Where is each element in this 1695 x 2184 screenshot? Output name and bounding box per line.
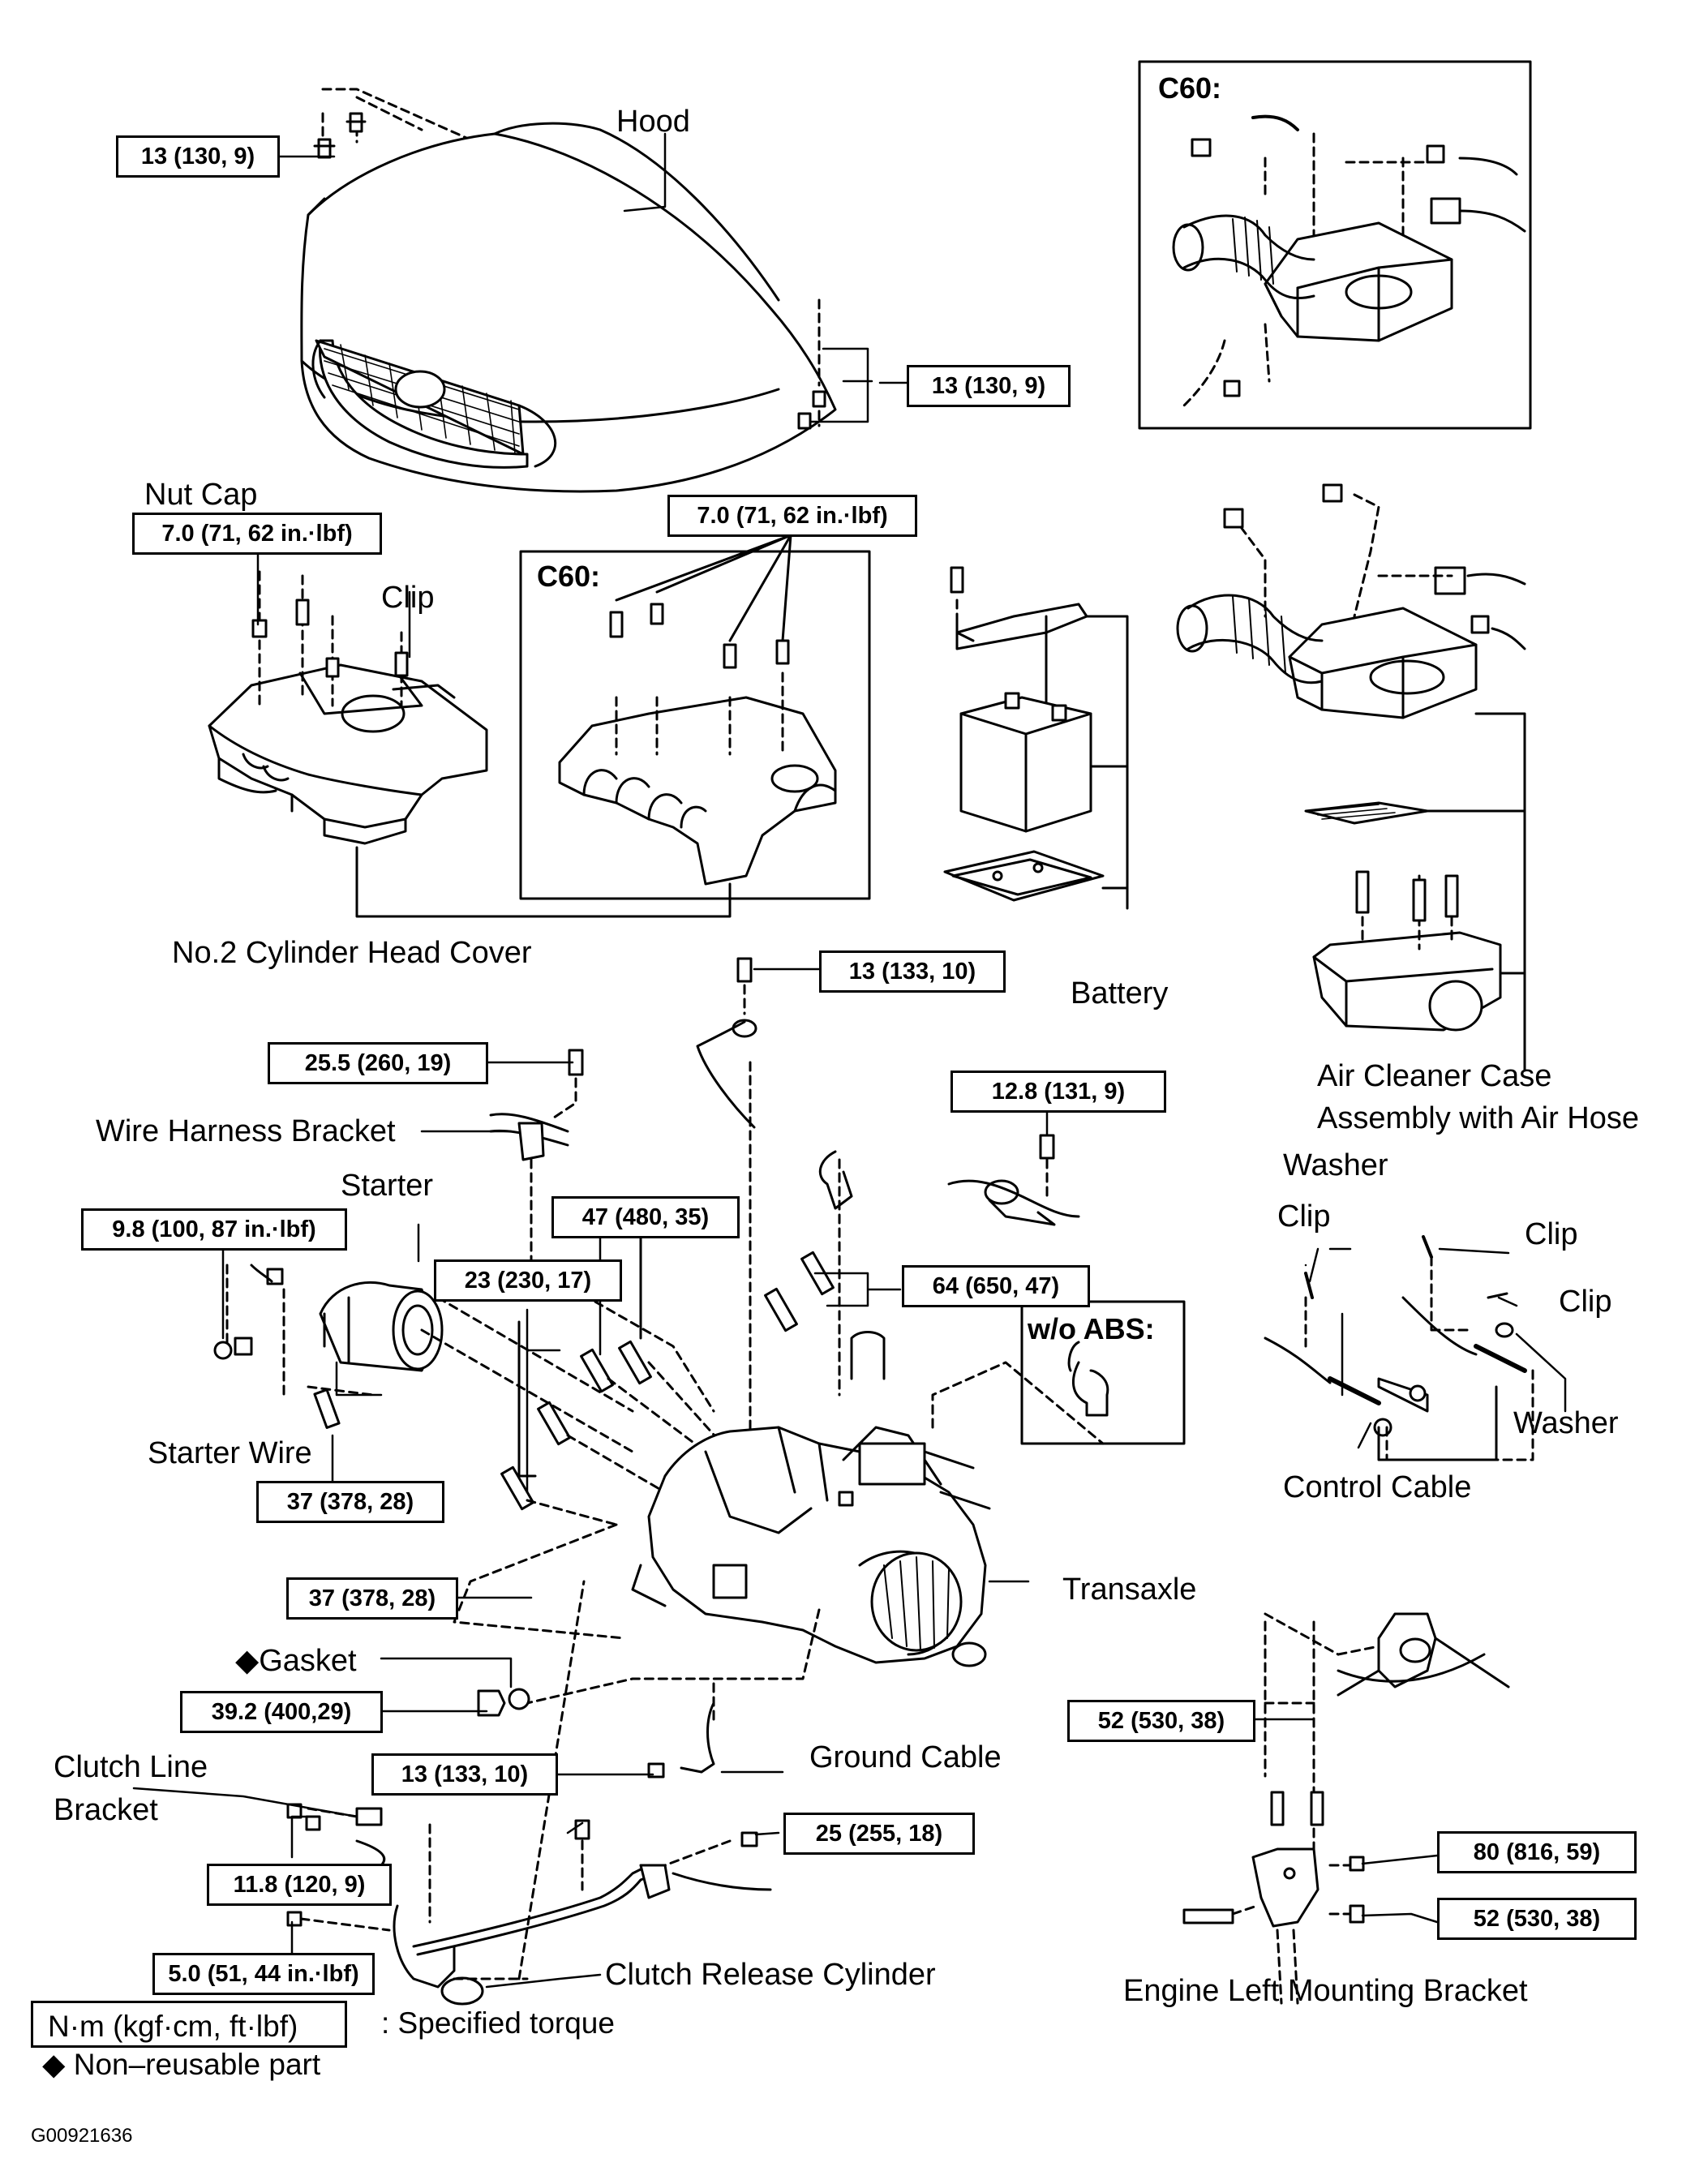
c60-mid-frame [519,550,871,900]
torque-bolt-23: 23 (230, 17) [434,1259,622,1302]
label-transaxle: Transaxle [1062,1573,1197,1607]
torque-starter-bolt: 37 (378, 28) [256,1481,444,1523]
wo-abs-heading: w/o ABS: [1028,1312,1155,1345]
torque-ground-lower: 13 (133, 10) [371,1753,558,1796]
cylinder-head-cover-c60-drawing [558,511,837,886]
c60-top-heading: C60: [1158,71,1222,105]
label-air-cleaner-1: Air Cleaner Case [1317,1059,1552,1093]
torque-starter-nut: 9.8 (100, 87 in.·lbf) [81,1208,347,1251]
torque-clutch-line: 25 (255, 18) [783,1813,975,1855]
label-wire-harness-bracket: Wire Harness Bracket [96,1114,396,1148]
label-engine-left-mounting-bracket: Engine Left Mounting Bracket [1123,1974,1528,2008]
upper-ground-cable-drawing [696,957,841,1445]
label-gasket: ◆Gasket [235,1644,357,1678]
control-cable-drawing [1264,1235,1534,1461]
torque-bolt-47: 47 (480, 35) [551,1196,740,1238]
legend-specified-torque: : Specified torque [381,2006,615,2040]
label-washer-top: Washer [1283,1148,1388,1182]
torque-bolt-64: 64 (650, 47) [902,1265,1090,1307]
torque-wire-harness: 25.5 (260, 19) [268,1042,488,1084]
label-clip-right-1: Clip [1525,1217,1578,1251]
legend-unit-box: N·m (kgf·cm, ft·lbf) [31,2001,347,2048]
label-hood: Hood [616,105,690,139]
torque-trans-bolt: 37 (378, 28) [286,1577,458,1620]
figure-id: G00921636 [31,2125,133,2147]
hood-drawing [300,88,837,493]
torque-release-cylinder: 5.0 (51, 44 in.·lbf) [152,1953,375,1995]
gasket-plug-drawing [477,1677,715,1779]
engine-mount-bracket-drawing [1182,1612,1510,2005]
battery-harness-drawing [818,1134,1080,1226]
label-starter-wire: Starter Wire [148,1436,312,1470]
torque-hood-right: 13 (130, 9) [907,365,1071,407]
label-ground-cable: Ground Cable [809,1740,1002,1774]
label-clip-head: Clip [381,581,435,615]
torque-c60-cover: 7.0 (71, 62 in.·lbf) [667,495,917,537]
torque-mount-52b: 52 (530, 38) [1437,1898,1637,1940]
label-clutch-release-cylinder: Clutch Release Cylinder [605,1958,936,1992]
torque-nut-cap: 7.0 (71, 62 in.·lbf) [132,513,382,555]
label-clip-right-2: Clip [1559,1285,1612,1319]
torque-mount-80: 80 (816, 59) [1437,1831,1637,1873]
c60-top-frame [1138,60,1532,430]
air-cleaner-c60-drawing [1172,114,1526,407]
torque-plug: 39.2 (400,29) [180,1691,383,1733]
torque-mount-52a: 52 (530, 38) [1067,1700,1255,1742]
battery-drawing [943,566,1129,910]
cover-leader [355,846,732,918]
label-washer-right: Washer [1513,1406,1619,1440]
label-starter: Starter [341,1169,434,1203]
transaxle-drawing [453,1331,1105,1705]
wo-abs-frame [1020,1300,1186,1445]
label-control-cable: Control Cable [1283,1470,1472,1504]
legend-non-reusable: ◆ Non–reusable part [42,2048,321,2081]
torque-ground-upper: 13 (133, 10) [819,950,1006,993]
torque-clutch-bracket: 11.8 (120, 9) [207,1864,392,1906]
wo-abs-connector-drawing [1067,1341,1109,1417]
torque-battery-side: 12.8 (131, 9) [950,1071,1166,1113]
label-clutch-line-bracket-1: Clutch Line [54,1750,208,1784]
starter-drawing [213,1264,634,1453]
label-clip-left: Clip [1277,1199,1331,1234]
label-clutch-line-bracket-2: Bracket [54,1793,158,1827]
torque-hood-top: 13 (130, 9) [116,135,280,178]
cylinder-head-cover-left-drawing [208,570,488,845]
label-nut-cap: Nut Cap [144,478,258,512]
c60-mid-heading: C60: [537,560,601,593]
label-cylinder-head-cover: No.2 Cylinder Head Cover [172,936,532,970]
air-cleaner-drawing [1176,483,1526,1072]
label-air-cleaner-2: Assembly with Air Hose [1317,1101,1640,1135]
label-battery: Battery [1071,976,1169,1010]
